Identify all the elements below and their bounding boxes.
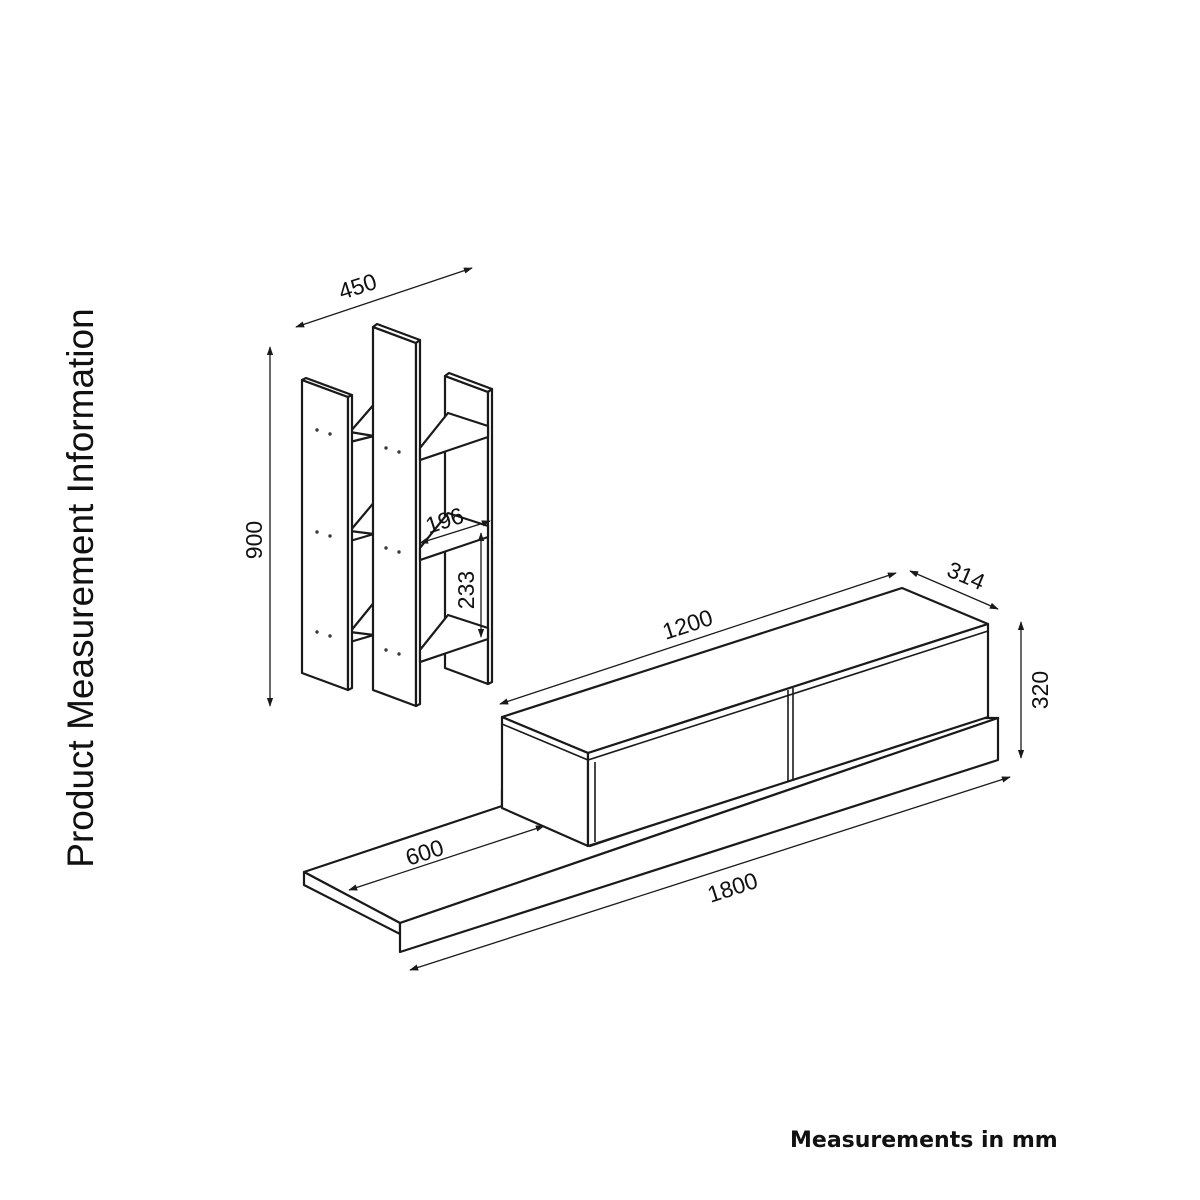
dim-line-cabinet-length [499, 572, 897, 705]
dim-line-cabinet-depth [909, 570, 999, 610]
shelf-front [418, 411, 490, 462]
measurement-unit-note: Measurements in mm [790, 1128, 1058, 1153]
dim-bookcase-width: 450 [335, 268, 380, 305]
dim-cabinet-height: 320 [1027, 671, 1053, 709]
dim-line-bookcase-width [295, 267, 473, 328]
dimension-lines [266, 267, 1025, 971]
page-title: Product Measurement Information [60, 308, 101, 867]
dim-cabinet-length: 1200 [659, 604, 716, 645]
dim-line-shelf-width [419, 520, 491, 544]
dim-cabinet-depth: 314 [943, 556, 989, 595]
dim-bookcase-height: 900 [241, 521, 267, 559]
shelf-front [418, 613, 490, 664]
dim-line-base-length [409, 776, 1011, 971]
wall-bookcase [300, 322, 494, 708]
bookcase-center-upright [371, 322, 422, 708]
bookcase-left-upright [300, 376, 354, 692]
dim-shelf-spacing: 233 [453, 571, 479, 609]
dowel-holes [315, 428, 401, 656]
